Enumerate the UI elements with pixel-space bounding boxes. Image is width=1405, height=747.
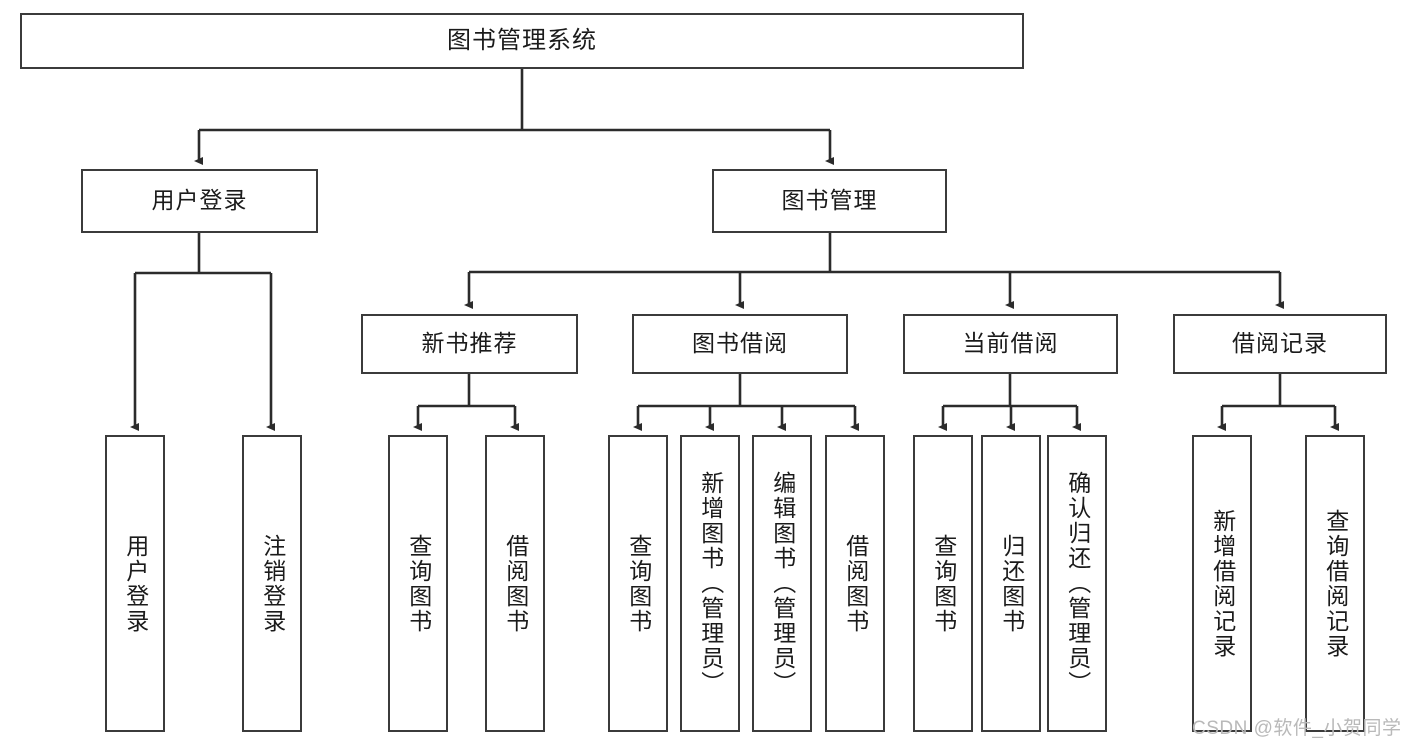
node-leaf-logout[interactable]: 注销登录 xyxy=(242,435,302,732)
node-label: 查询图书 xyxy=(405,533,432,634)
watermark-text: CSDN @软件_小贺同学 xyxy=(1192,718,1402,739)
node-label: 注销登录 xyxy=(259,533,286,634)
node-label: 用户登录 xyxy=(122,533,149,634)
node-leaf-confirm-return[interactable]: 确认归还（管理员） xyxy=(1047,435,1107,732)
node-label: 查询图书 xyxy=(930,533,957,634)
node-label: 借阅记录 xyxy=(1232,330,1328,357)
node-label: 编辑图书（管理员） xyxy=(769,471,796,696)
node-label: 图书管理系统 xyxy=(447,26,597,54)
node-leaf-edit-book[interactable]: 编辑图书（管理员） xyxy=(752,435,812,732)
node-label: 当前借阅 xyxy=(962,330,1059,357)
node-label: 借阅图书 xyxy=(502,533,529,634)
node-label: 图书借阅 xyxy=(692,330,788,357)
node-label: 查询借阅记录 xyxy=(1322,508,1349,659)
node-label: 新增图书（管理员） xyxy=(697,471,724,696)
node-current-borrow[interactable]: 当前借阅 xyxy=(903,314,1118,374)
node-leaf-borrow-book-2[interactable]: 借阅图书 xyxy=(825,435,885,732)
node-book-borrow[interactable]: 图书借阅 xyxy=(632,314,848,374)
node-new-book-recommend[interactable]: 新书推荐 xyxy=(361,314,578,374)
node-leaf-query-book-2[interactable]: 查询图书 xyxy=(608,435,668,732)
node-user-login[interactable]: 用户登录 xyxy=(81,169,318,233)
node-label: 确认归还（管理员） xyxy=(1064,471,1091,696)
node-book-management-system[interactable]: 图书管理系统 xyxy=(20,13,1024,69)
node-leaf-query-book-1[interactable]: 查询图书 xyxy=(388,435,448,732)
node-borrow-record[interactable]: 借阅记录 xyxy=(1173,314,1387,374)
node-label: 借阅图书 xyxy=(842,533,869,634)
node-leaf-query-record[interactable]: 查询借阅记录 xyxy=(1305,435,1365,732)
node-leaf-query-book-3[interactable]: 查询图书 xyxy=(913,435,973,732)
node-book-management[interactable]: 图书管理 xyxy=(712,169,947,233)
node-leaf-user-login[interactable]: 用户登录 xyxy=(105,435,165,732)
node-leaf-add-book[interactable]: 新增图书（管理员） xyxy=(680,435,740,732)
node-leaf-borrow-book-1[interactable]: 借阅图书 xyxy=(485,435,545,732)
node-label: 新书推荐 xyxy=(421,330,518,357)
node-leaf-add-record[interactable]: 新增借阅记录 xyxy=(1192,435,1252,732)
node-leaf-return-book[interactable]: 归还图书 xyxy=(981,435,1041,732)
node-label: 用户登录 xyxy=(151,187,248,214)
node-label: 新增借阅记录 xyxy=(1209,508,1236,659)
node-label: 归还图书 xyxy=(998,533,1025,634)
node-label: 查询图书 xyxy=(625,533,652,634)
node-label: 图书管理 xyxy=(781,187,878,214)
